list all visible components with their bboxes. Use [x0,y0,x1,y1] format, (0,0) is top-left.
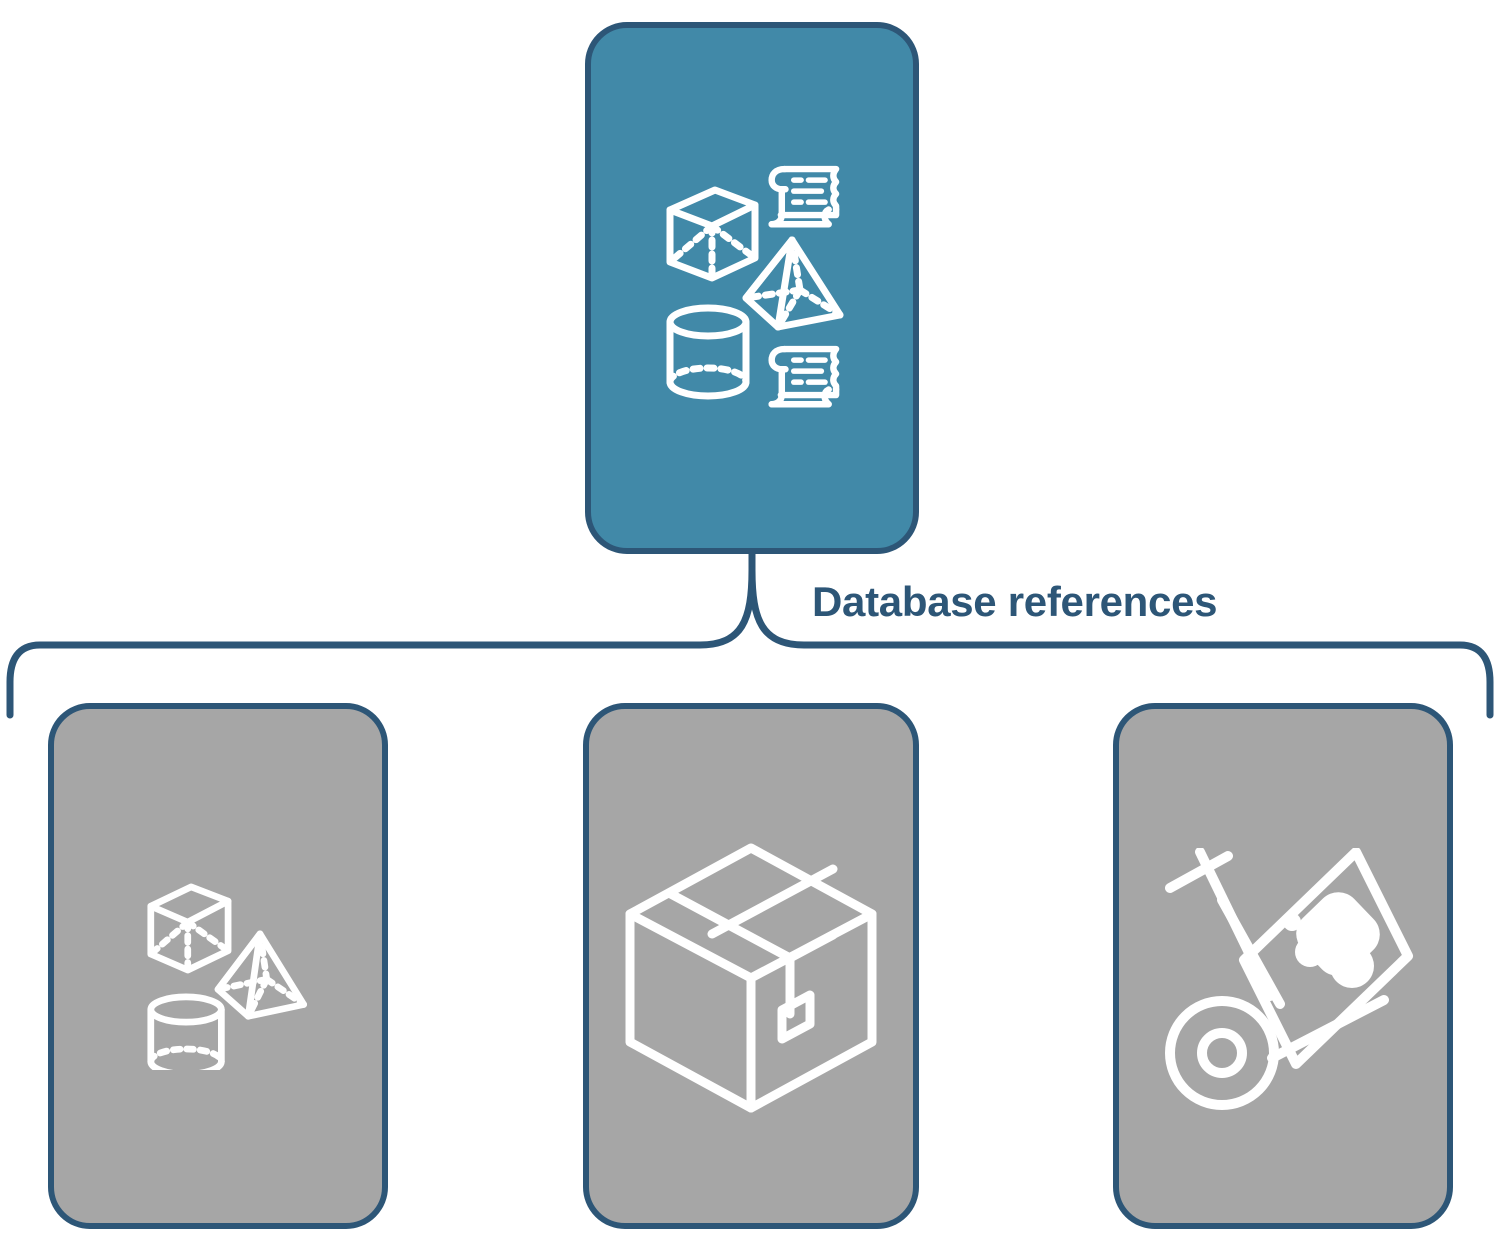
nupkg-icon-wrap [1113,848,1453,1118]
node-card-dacpac[interactable] [583,703,919,1229]
node-label-sqlproj: .sqlproj [191,0,245,16]
pyramid-icon [742,236,844,331]
node-card-sqlproj[interactable] [48,703,388,1229]
dacpac-icon-wrap [583,838,919,1118]
database-references-bracket [6,550,1494,719]
connector-label-database-references: Database references [812,578,1218,625]
package-graphic-icon [1283,892,1380,988]
node-label-dacpac: .dacpac [722,0,780,16]
package-box-icon [625,843,877,1113]
cylinder-icon [666,304,750,400]
pyramid-icon [214,930,308,1020]
sqlproj-icon-wrap [48,860,388,1070]
hand-truck-icon [1165,848,1413,1110]
node-label-root-sqlproj: .sqlproj [723,0,777,16]
node-label-nupkg: .nupkg [1258,0,1308,16]
cube-icon [666,186,759,282]
scroll-icon [768,345,840,408]
cube-icon [147,883,232,974]
root-icon-cluster [0,150,1500,420]
cylinder-icon [147,993,225,1070]
3d-shapes-icon [147,883,308,1070]
3d-shapes-and-scrolls-icon [666,165,844,408]
scroll-icon [768,165,840,228]
